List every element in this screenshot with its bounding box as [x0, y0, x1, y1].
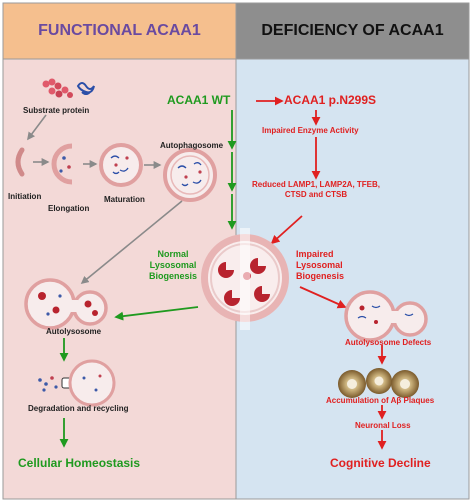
acaa1-mutant-label: ACAA1 p.N299S — [284, 93, 377, 107]
neuronal-loss-label: Neuronal Loss — [355, 421, 411, 430]
left-header-title: FUNCTIONAL ACAA1 — [38, 22, 201, 39]
split-band — [240, 228, 250, 330]
reduced-markers-label: Reduced LAMP1, LAMP2A, TFEB, CTSD and CT… — [251, 180, 380, 199]
degradation-label: Degradation and recycling — [28, 404, 129, 413]
autolysosome-label: Autolysosome — [46, 327, 102, 336]
autolysosome-defects-label: Autolysosome Defects — [345, 338, 432, 347]
initiation-phagophore-icon — [15, 147, 25, 177]
autophagosome-icon — [163, 148, 217, 202]
left-header-band — [2, 2, 237, 60]
autophagosome-to-autolysosome-arrow — [80, 200, 183, 285]
normal-biogenesis-label: Normal Lysosomal Biogenesis — [148, 249, 197, 281]
cognitive-decline-label: Cognitive Decline — [330, 456, 431, 470]
left-panel — [2, 58, 237, 500]
right-header-band — [235, 2, 470, 60]
substrate-protein-label: Substrate protein — [23, 106, 90, 115]
autophagosome-label: Autophagosome — [160, 141, 224, 150]
lysosome-to-autolysosome-defect-arrow — [299, 286, 347, 309]
maturation-label: Maturation — [104, 195, 145, 204]
substrate-to-initiation-arrow — [27, 114, 47, 141]
substrate-protein-icon — [42, 78, 95, 98]
cellular-homeostasis-label: Cellular Homeostasis — [18, 456, 141, 470]
elongation-label: Elongation — [48, 204, 90, 213]
reduced-to-lysosome-arrow — [270, 215, 303, 245]
lysosome-to-autolysosome-arrow — [114, 306, 199, 321]
acaa1-wt-label: ACAA1 WT — [167, 93, 231, 107]
right-header-title: DEFICIENCY OF ACAA1 — [261, 22, 444, 39]
impaired-biogenesis-label: Impaired Lysosomal Biogenesis — [296, 249, 345, 281]
plaques-label: Accumulation of Aβ Plaques — [326, 396, 435, 405]
defective-autolysosome-icon — [344, 290, 428, 342]
elongation-phagophore-icon — [51, 143, 73, 185]
maturation-vesicle-icon — [99, 143, 143, 187]
impaired-activity-label: Impaired Enzyme Activity — [262, 126, 359, 135]
autolysosome-icon — [24, 278, 108, 330]
degradation-recycling-icon — [38, 359, 116, 407]
initiation-label: Initiation — [8, 192, 42, 201]
amyloid-plaques-icon — [338, 368, 419, 398]
